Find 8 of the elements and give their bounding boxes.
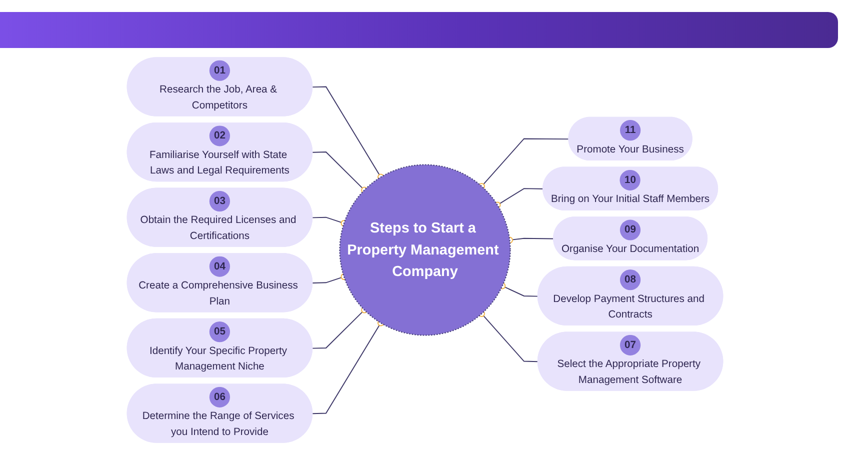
connector: [312, 320, 384, 414]
connector: [312, 152, 368, 194]
connector: [478, 310, 539, 362]
connector: [494, 188, 544, 208]
connector: [312, 86, 384, 180]
connector: [478, 138, 570, 190]
connector: [312, 306, 368, 349]
node-circle: Steps to Start a Property Management Company: [339, 164, 511, 336]
